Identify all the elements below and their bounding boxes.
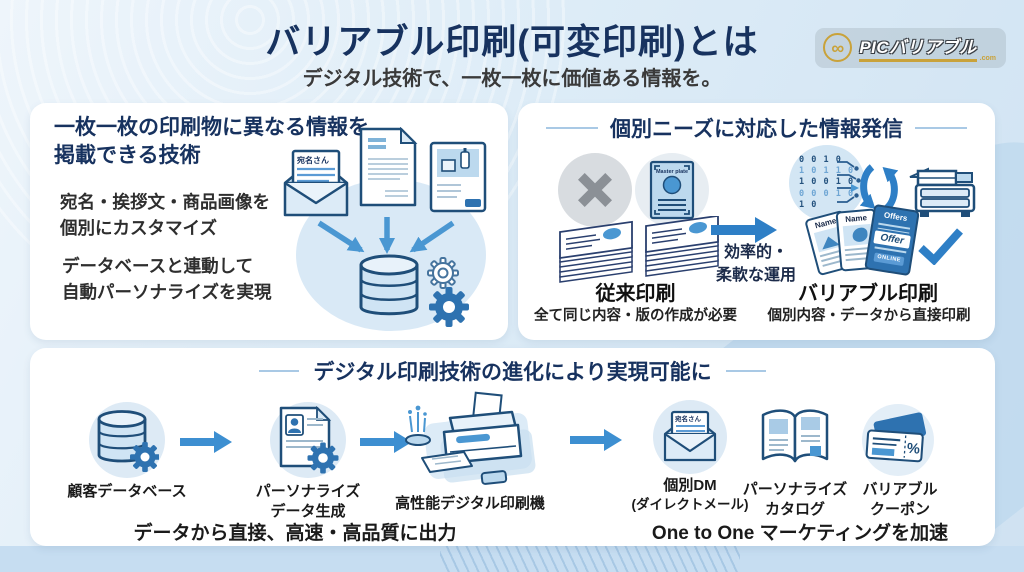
label-line: クーポン — [869, 500, 930, 518]
dm-envelope-icon: 宛名さん — [663, 410, 717, 462]
flow-arrow-icon — [360, 431, 412, 453]
background-bottom-band — [0, 546, 1024, 572]
conventional-print-title: 従来印刷 — [595, 283, 676, 305]
database-gear-icon — [97, 410, 159, 472]
transition-line2: 柔軟な運用 — [715, 267, 796, 285]
envelope-icon: 宛名さん — [283, 149, 349, 217]
binary-row: 1 0 1 1 0 — [799, 166, 855, 177]
caption-output-quality: データから直接、高速・高品質に出力 — [133, 523, 457, 544]
left-bullet-database: データベースと連動して 自動パーソナライズを実現 — [62, 253, 271, 306]
binary-row: 0 0 0 1 0 — [799, 188, 855, 199]
catalog-icon — [761, 409, 829, 463]
left-bullet-customize: 宛名・挨拶文・商品画像を 個別にカスタマイズ — [60, 189, 270, 242]
heading-line-left — [546, 127, 599, 129]
bullet1-line2: 個別にカスタマイズ — [60, 218, 217, 239]
variable-print-desc: 個別内容・データから直接印刷 — [767, 308, 971, 324]
brand-suffix: .com — [979, 55, 996, 62]
transition-caption: 効率的・ 柔軟な運用 — [701, 241, 811, 287]
label-personalize-data: パーソナライズ データ生成 — [228, 482, 388, 521]
bottom-heading-text: デジタル印刷技術の進化により実現可能に — [313, 361, 712, 384]
right-heading-text: 個別ニーズに対応した情報発信 — [610, 118, 903, 141]
heading-line-right — [725, 370, 766, 372]
offer-card: Offers Offer ONLINE — [864, 203, 920, 277]
bullet2-line2: 自動パーソナライズを実現 — [62, 282, 272, 303]
label-line: パーソナライズ — [255, 483, 361, 500]
panel-digital-evolution: デジタル印刷技術の進化により実現可能に — [30, 348, 995, 546]
variable-print-title: バリアブル印刷 — [798, 283, 938, 305]
caption-one-to-one: One to One マーケティングを加速 — [651, 523, 949, 544]
binary-row: 0 0 1 0 — [799, 155, 842, 166]
x-mark-circle — [558, 153, 632, 227]
digital-printer-icon — [405, 391, 536, 485]
panel-needs-comparison: 個別ニーズに対応した情報発信 Master plate — [518, 103, 995, 340]
flow-arrow-icon — [570, 429, 622, 451]
bottom-panel-heading: デジタル印刷技術の進化により実現可能に — [30, 356, 995, 386]
infinity-icon: ∞ — [823, 33, 853, 62]
offer-card-online-badge: ONLINE — [873, 251, 905, 266]
heading-line-right — [914, 127, 967, 129]
letter-document-icon — [359, 127, 418, 207]
page-subtitle: デジタル技術で、一枚一枚に価値ある情報を。 — [302, 68, 722, 90]
left-panel-heading: 一枚一枚の印刷物に異なる情報を 掲載できる技術 — [54, 114, 369, 169]
copier-icon — [909, 167, 976, 217]
coupon-percent-label: % — [906, 441, 920, 458]
heading-line-left — [259, 370, 300, 372]
label-line: (ダイレクトメール) — [631, 496, 749, 512]
transition-arrow-icon — [711, 217, 777, 243]
conventional-print-desc: 全て同じ内容・版の作成が必要 — [534, 308, 737, 324]
personalize-data-circle — [270, 402, 346, 478]
card2-label: Name — [844, 213, 868, 225]
background-stripes-decor — [440, 546, 740, 572]
label-customer-database: 顧客データベース — [67, 483, 187, 500]
paper-stacks-icon — [559, 216, 719, 283]
left-heading-line2: 掲載できる技術 — [54, 143, 201, 167]
coupon-icon: % — [865, 412, 927, 463]
converge-arrows-icon — [317, 217, 455, 254]
left-heading-line1: 一枚一枚の印刷物に異なる情報を — [54, 116, 369, 139]
gear-outline-icon — [427, 257, 459, 289]
panel-variable-feature: 一枚一枚の印刷物に異なる情報を 掲載できる技術 宛名・挨拶文・商品画像を 個別に… — [30, 103, 508, 340]
coupon-circle: % — [862, 404, 934, 476]
circuit-traces-icon — [837, 161, 861, 203]
binary-row: 1 0 — [799, 199, 818, 210]
label-line: バリアブル — [862, 481, 938, 498]
product-flyer-icon — [429, 141, 487, 213]
label-line: パーソナライズ — [742, 481, 848, 498]
right-panel-heading: 個別ニーズに対応した情報発信 — [518, 113, 995, 143]
checkmark-icon — [918, 228, 963, 265]
envelope-addressee-label: 宛名さん — [296, 155, 329, 165]
master-plate-circle: Master plate — [635, 153, 709, 227]
customer-database-circle — [89, 402, 165, 478]
database-icon — [359, 254, 419, 316]
flow-arrow-icon — [180, 431, 232, 453]
master-plate-label: Master plate — [656, 169, 688, 175]
gear-filled-icon — [429, 287, 469, 327]
binary-row: 1 0 0 1 0 — [799, 177, 855, 188]
binary-data-icon: 0 0 1 0 1 0 1 1 0 1 0 0 1 0 0 0 0 1 0 1 … — [789, 145, 865, 221]
dm-addressee-label: 宛名さん — [674, 414, 702, 423]
bullet2-line1: データベースと連動して — [62, 256, 254, 276]
label-line: カタログ — [764, 500, 825, 518]
x-mark-icon — [578, 173, 612, 207]
bullet1-line1: 宛名・挨拶文・商品画像を — [60, 192, 270, 212]
master-plate-icon: Master plate — [649, 160, 695, 220]
label-digital-printer: 高性能デジタル印刷機 — [395, 495, 545, 512]
label-individual-dm: 個別DM (ダイレクトメール) — [610, 476, 770, 513]
brand-logo: ∞ PICバリアブル .com — [815, 28, 1006, 68]
label-variable-coupon: バリアブル クーポン — [830, 480, 970, 519]
person-document-gear-icon — [279, 406, 339, 474]
label-personalized-catalog: パーソナライズ カタログ — [722, 480, 868, 519]
dm-envelope-circle: 宛名さん — [653, 400, 727, 474]
label-line: 個別DM — [663, 477, 717, 494]
label-line: データ生成 — [270, 502, 346, 520]
page-title: バリアブル印刷(可変印刷)とは — [265, 23, 759, 62]
personalization-illustration: 宛名さん — [283, 127, 487, 331]
transition-line1: 効率的・ — [723, 244, 788, 261]
brand-name: PICバリアブル — [859, 33, 977, 62]
